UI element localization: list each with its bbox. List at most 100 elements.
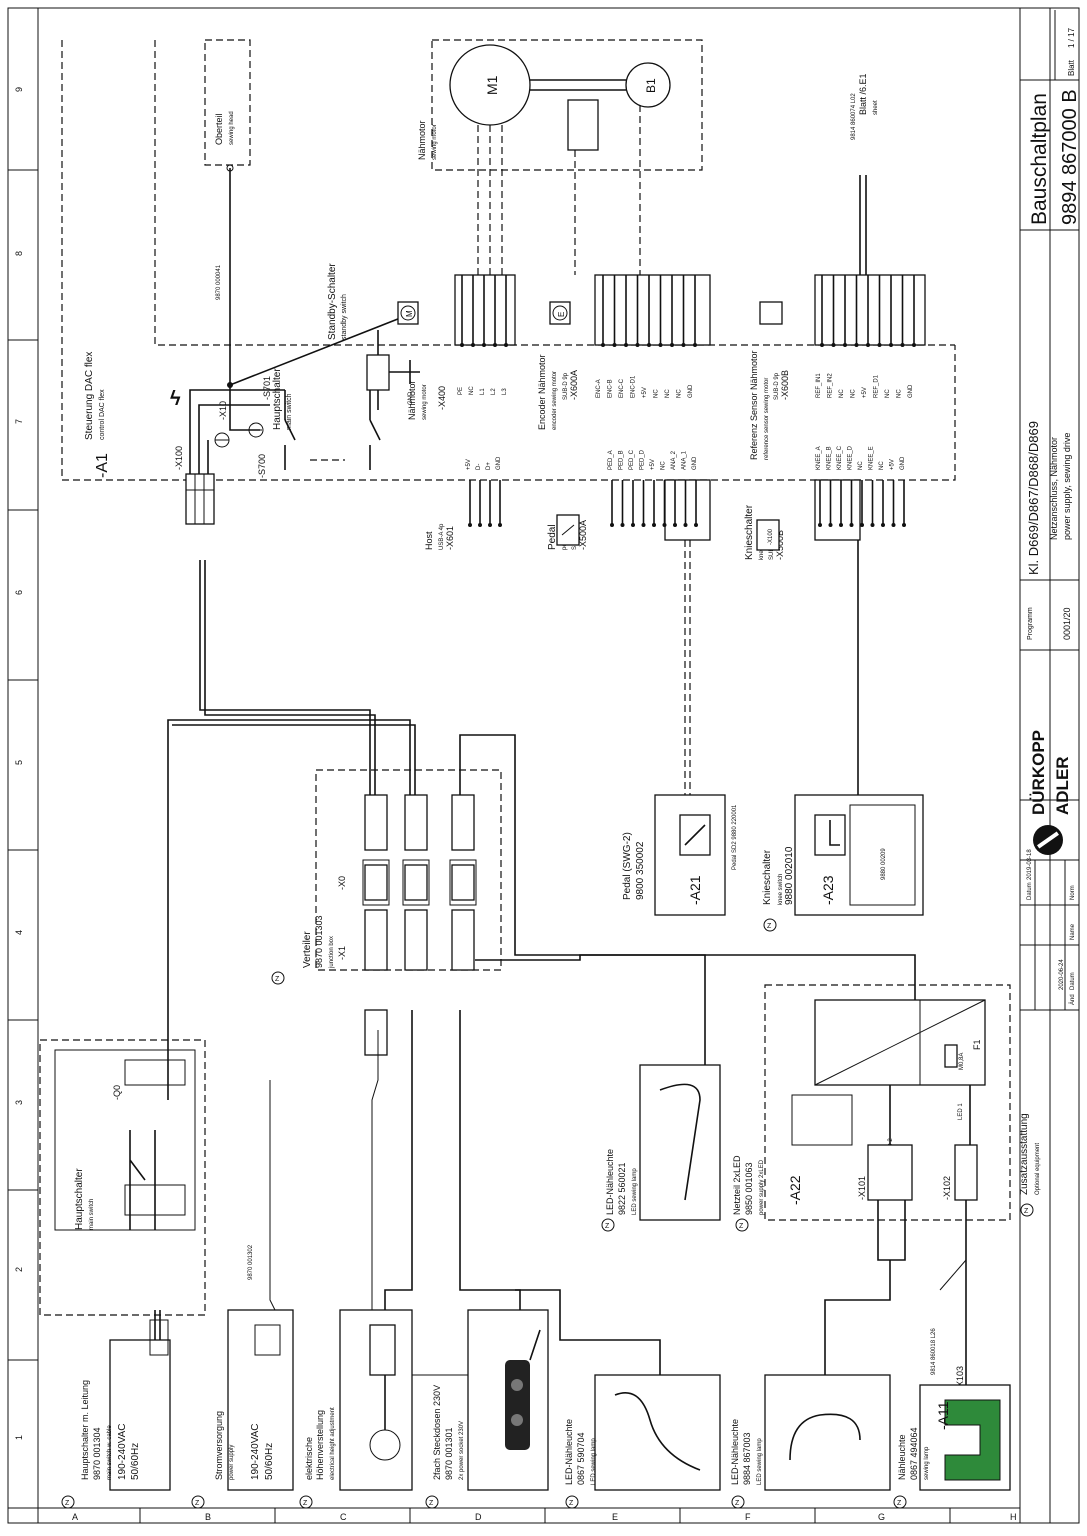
- datum-value: 2019-03-18: [1027, 849, 1033, 880]
- x400-sewing-motor: sewing motor: [422, 384, 428, 420]
- x102-label: -X102: [942, 1176, 952, 1200]
- pin-label: NC: [885, 389, 891, 398]
- led-lamp-wire: [459, 734, 706, 1065]
- doc-title: Bauschaltplan: [1028, 93, 1051, 225]
- ref-sensor-en-label: reference sensor sewing motor: [764, 378, 770, 460]
- hauptschalter-label: Hauptschalter: [272, 368, 283, 430]
- oberteil-label: Oberteil: [214, 113, 224, 145]
- haupt-cable-label: Hauptschalter m. Leitung: [80, 1380, 90, 1480]
- grid-row-label: H: [1010, 1512, 1017, 1522]
- pin-label: GND: [496, 456, 502, 470]
- pin-label: NC: [839, 389, 845, 398]
- pin-label: NC: [677, 389, 683, 398]
- ground-icon: [214, 432, 230, 448]
- ref-sensor-label: Referenz Sensor Nähmotor: [749, 350, 759, 460]
- haupt-cable-box: [109, 1339, 171, 1491]
- led-board-icon: [944, 1399, 1001, 1481]
- z-marker-label: Z: [897, 1500, 902, 1507]
- z-marker-label: Z: [1024, 1208, 1029, 1215]
- vac-label-1: 190-240VAC: [117, 1423, 128, 1480]
- pin-label: ENC-D1: [631, 375, 637, 398]
- pin-label: L3: [502, 388, 508, 395]
- pin-label: PED_A: [608, 450, 614, 470]
- grid-col-label: 7: [14, 419, 24, 424]
- q0-hauptschalter: Hauptschalter: [74, 1168, 85, 1230]
- brand-top: DÜRKOPP: [1029, 730, 1048, 815]
- standby-en-label: standby switch: [341, 294, 348, 340]
- led-lamp-9884-box: [764, 1374, 891, 1491]
- vac-label-2: 190-240VAC: [250, 1423, 261, 1480]
- pin-label: NC: [897, 389, 903, 398]
- col-norm: Norm: [1070, 885, 1076, 900]
- pin-label: ENC-B: [608, 379, 614, 398]
- a1-label: -A1: [94, 453, 111, 478]
- m1-label: M1: [484, 75, 500, 95]
- cable-001302-label: 9870 001302: [248, 1244, 254, 1280]
- desc-de: Netzanschluss, Nähmotor: [1049, 437, 1059, 540]
- pin-label: +5V: [466, 459, 472, 470]
- verteiler-number: 9870 001303: [314, 915, 324, 968]
- height-adj-wire: [384, 1010, 413, 1330]
- host-label: Host: [424, 531, 434, 550]
- desc-en: power supply, sewing drive: [1062, 433, 1072, 540]
- pin-label: PE: [458, 387, 464, 395]
- b1-label: B1: [644, 78, 658, 93]
- e-symbol: E: [557, 312, 566, 317]
- knee-inner-label: 9880 00209: [881, 848, 887, 880]
- title-block: Blatt 1 / 17 Bauschaltplan 9894 867000 B…: [1019, 8, 1081, 1523]
- naehleuchte-label: Nähleuchte: [897, 1434, 907, 1480]
- hz-label-1: 50/60Hz: [130, 1443, 141, 1480]
- pin-label: +5V: [862, 387, 868, 398]
- z-marker-label: Z: [65, 1500, 70, 1507]
- sewing-head-label: sewing head: [229, 111, 235, 145]
- doc-number: 9894 867000 B: [1059, 89, 1081, 225]
- pin-label: L1: [480, 388, 486, 395]
- x102-connector: [954, 1144, 978, 1201]
- blatt-ref-label: Blatt /6.E1: [858, 73, 868, 115]
- x100-connector: [185, 473, 215, 525]
- stromversorgung-box: [227, 1309, 294, 1491]
- x600a-label: -X600A: [569, 370, 579, 400]
- knee-number: 9880 002010: [784, 846, 795, 905]
- cable-9814-label: 9814 860074 L02: [851, 93, 857, 140]
- pin-label: GND: [692, 456, 698, 470]
- height-adjust-icon: [369, 1324, 396, 1376]
- pin-label: KNEE_B: [827, 446, 833, 470]
- pin-label: NC: [654, 389, 660, 398]
- z-marker-label: Z: [429, 1500, 434, 1507]
- grid-row-label: E: [612, 1512, 618, 1522]
- netzteil-photo-icon: [791, 1094, 853, 1146]
- col-datum: Datum: [1070, 972, 1076, 990]
- motor-box: [431, 39, 703, 171]
- motor-cable: [477, 125, 576, 275]
- steck-number: 9870 001301: [444, 1427, 454, 1480]
- netzteil-feed: [475, 954, 916, 1040]
- motor-sewing-label: sewing motor: [432, 124, 438, 160]
- steck-label: 2fach Steckdosen 230V: [432, 1385, 442, 1480]
- knee-name: Knieschalter: [762, 849, 773, 905]
- pedal-cable: [684, 540, 691, 795]
- grid-row-label: F: [745, 1512, 751, 1522]
- steck-en-label: 2x power socket 230V: [459, 1421, 465, 1480]
- x10-label: -X10: [218, 401, 228, 420]
- pin-label: ANA_1: [682, 450, 688, 470]
- verteiler-wire-b: [167, 719, 416, 1100]
- x100-small-label: -X100: [768, 528, 774, 545]
- hz-label-2: 50/60Hz: [264, 1443, 275, 1480]
- z-marker-label: Z: [195, 1500, 200, 1507]
- hoehen-label: Höhenverstellung: [315, 1410, 325, 1480]
- grid-col-label: 6: [14, 590, 24, 595]
- a21-label: -A21: [687, 875, 703, 905]
- x400-naehmotor: Nähmotor: [407, 380, 417, 420]
- x500a-label: -X500A: [578, 520, 588, 550]
- fuse-icon: [944, 1044, 958, 1068]
- standby-relay: [366, 354, 390, 391]
- x100-wiring: [189, 389, 285, 474]
- x100-small-box: [756, 519, 780, 551]
- z-marker-label: Z: [605, 1223, 610, 1230]
- q0-label: -Q0: [112, 1085, 122, 1100]
- col-aend: Änd: [1069, 994, 1076, 1005]
